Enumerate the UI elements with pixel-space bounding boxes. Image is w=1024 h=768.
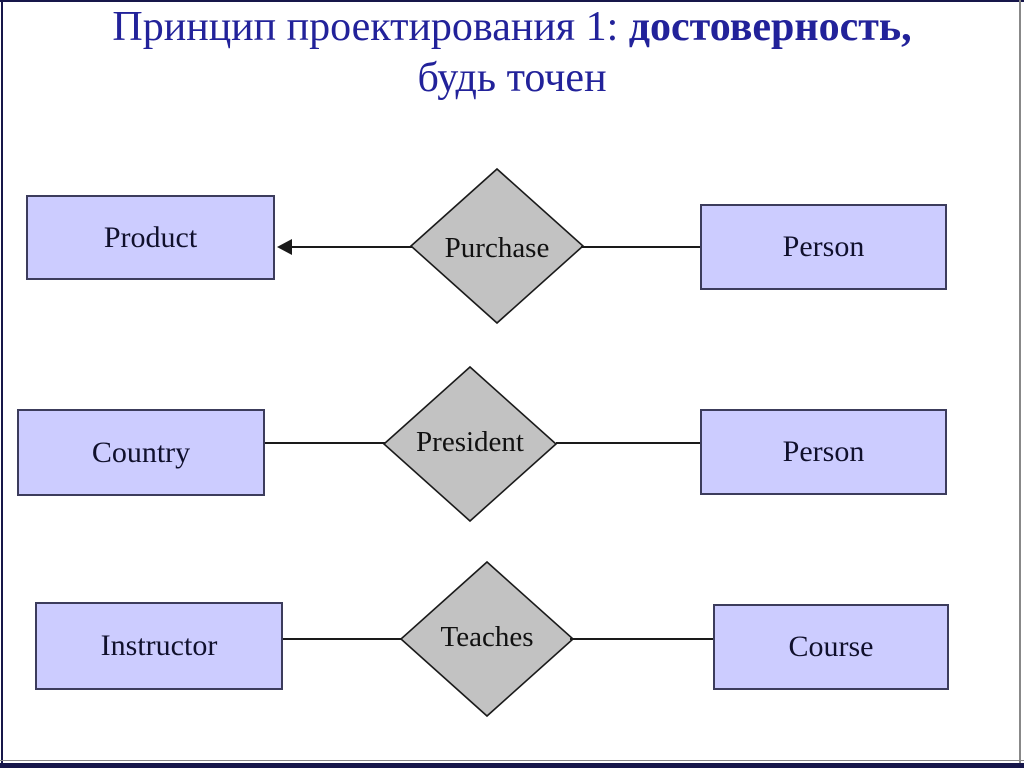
relationship-label-teaches: Teaches <box>440 620 534 653</box>
relationship-label-president: President <box>416 425 524 458</box>
slide-border-top <box>0 0 1024 2</box>
slide-border-bottom-hairline <box>0 760 1024 761</box>
entity-country: Country <box>17 409 265 496</box>
connector-instructor-teaches <box>283 638 404 640</box>
connector-country-president <box>265 442 385 444</box>
relationship-label-purchase: Purchase <box>444 231 550 264</box>
entity-instructor: Instructor <box>35 602 283 690</box>
connector-purchase-product <box>290 246 413 248</box>
slide-border-bottom-bar <box>0 763 1024 768</box>
title-line2: будь точен <box>417 55 607 101</box>
slide-title: Принцип проектирования 1: достоверность,… <box>10 2 1014 104</box>
title-line1-bold: достоверность, <box>628 4 912 50</box>
connector-teaches-course <box>570 638 713 640</box>
connector-purchase-person <box>581 246 700 248</box>
entity-person-row1: Person <box>700 204 947 290</box>
arrowhead-icon <box>277 239 292 255</box>
entity-product: Product <box>26 195 275 280</box>
entity-person-row2: Person <box>700 409 947 495</box>
title-line1-regular: Принцип проектирования 1: <box>112 4 629 50</box>
relationship-diamond-president <box>382 365 558 523</box>
connector-president-person <box>556 442 700 444</box>
slide-border-right <box>1019 0 1021 768</box>
entity-course: Course <box>713 604 949 690</box>
slide-border-left <box>1 0 3 768</box>
